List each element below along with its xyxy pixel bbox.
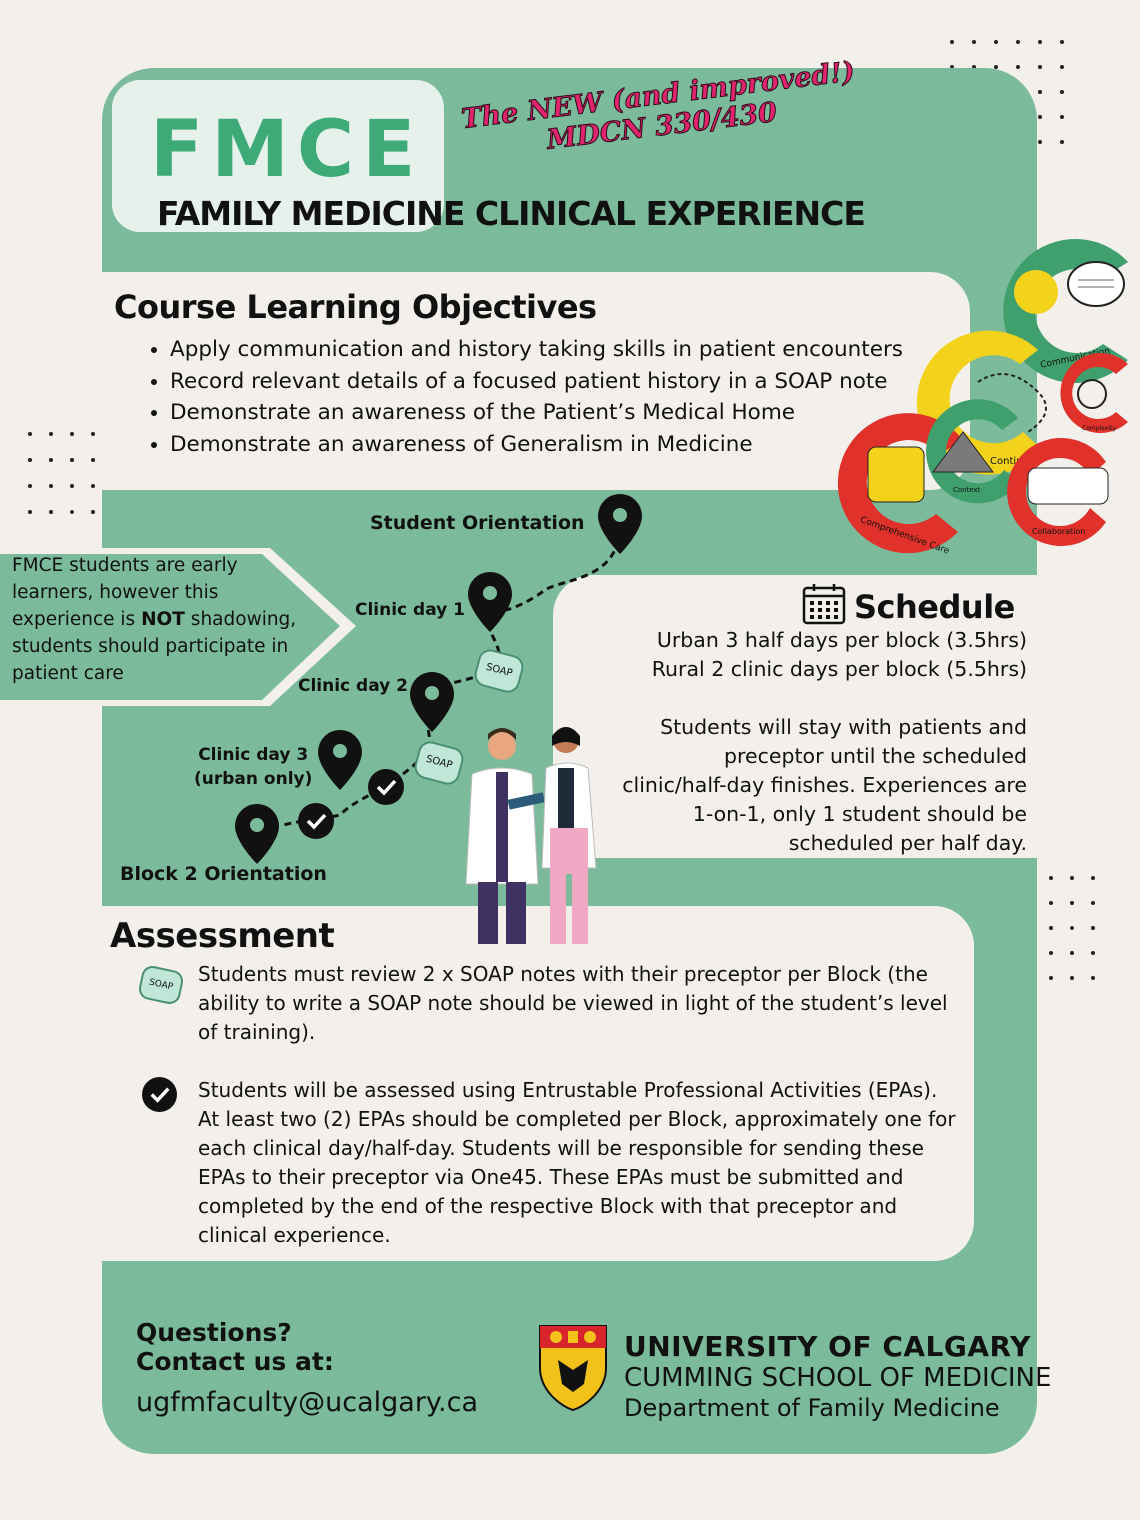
objective-item: Demonstrate an awareness of the Patient’… xyxy=(170,397,970,429)
footer-school: CUMMING SCHOOL OF MEDICINE xyxy=(624,1363,1052,1393)
objectives-list: Apply communication and history taking s… xyxy=(128,334,970,460)
tree-stump-icon xyxy=(867,446,925,503)
schedule-panel xyxy=(553,575,1037,858)
schedule-line: 1-on-1, only 1 student should be xyxy=(692,802,1027,826)
schedule-body: Urban 3 half days per block (3.5hrs) Rur… xyxy=(557,626,1027,858)
handshake-icon xyxy=(1027,467,1109,505)
schedule-line: preceptor until the scheduled xyxy=(724,744,1027,768)
footer-contact: Contact us at: xyxy=(136,1347,334,1376)
schedule-title: Schedule xyxy=(854,588,1015,626)
check-circle-icon xyxy=(298,803,334,839)
map-pin-icon-day3 xyxy=(318,730,362,790)
label-clinic-day-3-line1: Clinic day 3 xyxy=(198,745,309,765)
callout-arrow-shape xyxy=(0,548,356,706)
footer-department: Department of Family Medicine xyxy=(624,1394,1000,1422)
schedule-line: scheduled per half day. xyxy=(788,831,1027,855)
label-clinic-day-2: Clinic day 2 xyxy=(298,676,409,696)
objective-item: Apply communication and history taking s… xyxy=(170,334,970,366)
comprehensive-c xyxy=(837,413,963,554)
label-student-orientation: Student Orientation xyxy=(370,512,585,534)
objectives-title: Course Learning Objectives xyxy=(114,288,597,326)
callout-text-bold: NOT xyxy=(141,609,185,630)
c-model-graphic: Communication Continuity Complexity Comp… xyxy=(837,239,1128,557)
scribble-icon xyxy=(1077,379,1107,409)
speech-bubble-icon xyxy=(1067,261,1125,307)
check-circle-icon xyxy=(142,1077,177,1112)
objective-item: Record relevant details of a focused pat… xyxy=(170,366,970,398)
assessment-epa-text: Students will be assessed using Entrusta… xyxy=(198,1078,956,1247)
objectives-panel xyxy=(102,272,970,490)
assessment-soap-text: Students must review 2 x SOAP notes with… xyxy=(198,962,948,1044)
mountain-icon xyxy=(932,431,994,473)
map-pin-icon-block xyxy=(235,804,279,864)
university-crest-icon xyxy=(539,1325,607,1412)
callout-text: FMCE students are early learners, howeve… xyxy=(12,552,297,687)
label-collaboration: Collaboration xyxy=(1032,527,1085,536)
assessment-title: Assessment xyxy=(110,916,335,956)
map-pin-icon-day1 xyxy=(468,572,512,632)
label-clinic-day-3: Clinic day 3 (urban only) xyxy=(194,743,312,791)
page-subtitle: FAMILY MEDICINE CLINICAL EXPERIENCE xyxy=(157,194,866,233)
objective-item: Demonstrate an awareness of Generalism i… xyxy=(170,429,970,461)
footer-questions: Questions? xyxy=(136,1318,292,1347)
callout-text-part1: FMCE students are early learners, howeve… xyxy=(12,555,238,630)
schedule-line: Students will stay with patients and xyxy=(660,715,1027,739)
doctors-illustration xyxy=(465,727,597,944)
logo-text: FMCE xyxy=(150,105,424,195)
collaboration-c xyxy=(1007,438,1106,546)
context-c xyxy=(926,399,1020,504)
label-clinic-day-3-line2: (urban only) xyxy=(194,769,313,789)
footer-email[interactable]: ugfmfaculty@ucalgary.ca xyxy=(136,1387,479,1418)
logo-box xyxy=(112,80,444,232)
label-clinic-day-1: Clinic day 1 xyxy=(355,600,466,620)
map-pin-icon-orientation xyxy=(598,494,642,554)
schedule-urban: Urban 3 half days per block (3.5hrs) xyxy=(656,628,1027,652)
footer-university: UNIVERSITY OF CALGARY xyxy=(624,1330,1031,1363)
complexity-c xyxy=(1060,353,1128,433)
check-circle-icon xyxy=(368,769,404,805)
label-complexity: Complexity xyxy=(1082,425,1116,432)
label-context: Context xyxy=(953,486,981,494)
callout-text-part2: shadowing, students should participate i… xyxy=(12,609,297,684)
assessment-panel xyxy=(102,906,974,1261)
label-block-orientation: Block 2 Orientation xyxy=(120,863,327,885)
schedule-line: clinic/half-day finishes. Experiences ar… xyxy=(622,773,1027,797)
map-pin-icon-day2 xyxy=(410,672,454,732)
label-continuity: Continuity xyxy=(990,456,1042,467)
schedule-rural: Rural 2 clinic days per block (5.5hrs) xyxy=(651,657,1027,681)
calendar-icon xyxy=(802,584,846,625)
